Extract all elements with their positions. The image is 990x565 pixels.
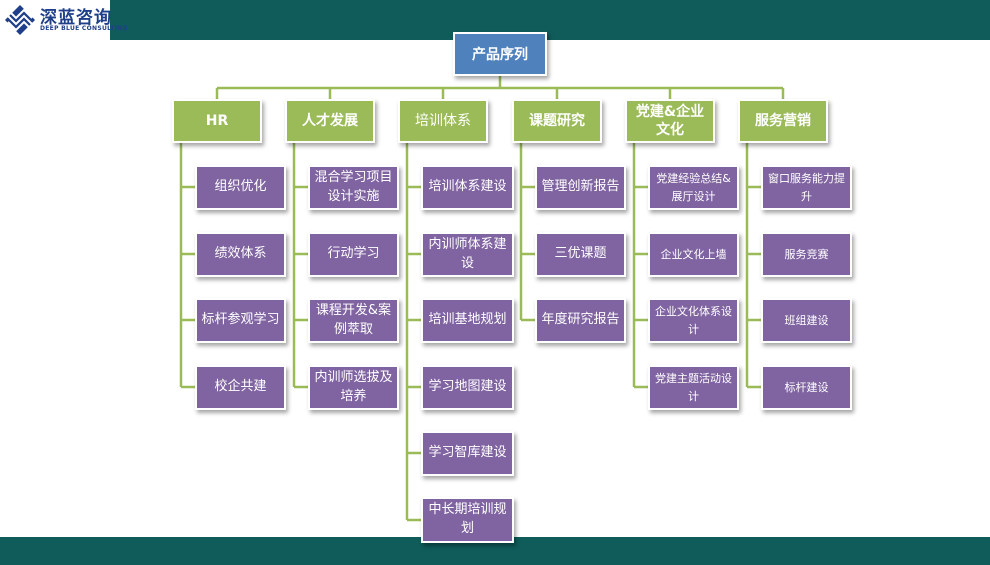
leaf-research-2: 三优课题: [535, 232, 626, 277]
logo-chinese-name: 深蓝咨询: [40, 8, 112, 28]
leaf-hr-4: 校企共建: [195, 365, 286, 410]
leaf-service-1: 窗口服务能力提升: [761, 165, 852, 210]
leaf-service-2: 服务竞赛: [761, 232, 852, 277]
leaf-hr-3: 标杆参观学习: [195, 298, 286, 343]
leaf-training-1: 培训体系建设: [421, 165, 514, 210]
leaf-training-4: 学习地图建设: [421, 365, 514, 410]
leaf-party-3: 企业文化体系设计: [648, 298, 739, 343]
deep-blue-logo-icon: [5, 5, 35, 35]
category-service-marketing: 服务营销: [738, 99, 828, 143]
leaf-party-1: 党建经验总结&展厅设计: [648, 165, 739, 210]
leaf-research-3: 年度研究报告: [535, 298, 626, 343]
leaf-hr-2: 绩效体系: [195, 232, 286, 277]
leaf-talent-1: 混合学习项目设计实施: [308, 165, 399, 210]
leaf-service-3: 班组建设: [761, 298, 852, 343]
leaf-training-3: 培训基地规划: [421, 298, 514, 343]
leaf-talent-2: 行动学习: [308, 232, 399, 277]
logo-english-name: DEEP BLUE CONSULTING: [40, 25, 128, 32]
leaf-party-2: 企业文化上墙: [648, 232, 739, 277]
category-talent-development: 人才发展: [285, 99, 375, 143]
leaf-party-4: 党建主题活动设计: [648, 365, 739, 410]
leaf-training-2: 内训师体系建设: [421, 232, 514, 277]
category-research: 课题研究: [512, 99, 602, 143]
leaf-hr-1: 组织优化: [195, 165, 286, 210]
leaf-training-6: 中长期培训规划: [421, 497, 514, 543]
leaf-talent-3: 课程开发&案例萃取: [308, 298, 399, 343]
root-node-product-series: 产品序列: [453, 32, 547, 76]
leaf-training-5: 学习智库建设: [421, 431, 514, 476]
leaf-talent-4: 内训师选拔及培养: [308, 365, 399, 410]
leaf-research-1: 管理创新报告: [535, 165, 626, 210]
category-training-system: 培训体系: [398, 99, 488, 143]
category-party-culture: 党建&企业文化: [625, 99, 715, 143]
leaf-service-4: 标杆建设: [761, 365, 852, 410]
company-logo: 深蓝咨询 DEEP BLUE CONSULTING: [0, 0, 127, 40]
category-hr: HR: [172, 99, 262, 143]
